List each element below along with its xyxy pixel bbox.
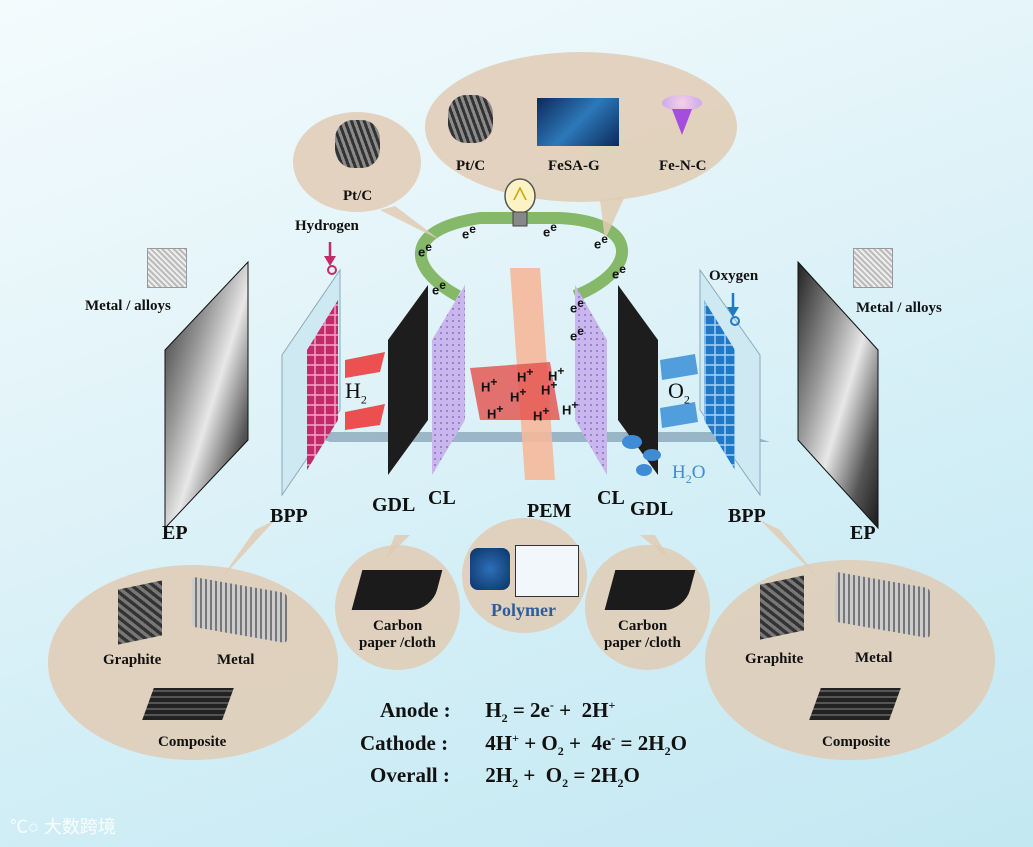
- oxygen-label: Oxygen: [709, 268, 759, 284]
- electron-6: ee: [432, 278, 446, 298]
- gdl-left-material-line2: paper /cloth: [359, 635, 436, 651]
- cathode-catalyst-label-fesag: FeSA-G: [548, 158, 600, 174]
- gdl-right: [618, 285, 658, 475]
- proton-2: H+: [517, 365, 534, 385]
- gdl-left: [388, 285, 428, 475]
- polymer-structure-icon: [515, 545, 579, 597]
- lightbulb-icon: [504, 178, 536, 227]
- watermark-logo-icon: ℃○: [10, 817, 44, 837]
- bpp-left-material-metal: Metal: [217, 652, 255, 668]
- gdl-right-material-line1: Carbon: [618, 618, 668, 634]
- polymer-roll-icon: [470, 548, 510, 590]
- bpp-right-material-graphite: Graphite: [745, 651, 804, 667]
- proton-5: H+: [548, 364, 565, 384]
- cathode-equation: Cathode : 4H+ + O2 + 4e- = 2H2O: [360, 731, 687, 759]
- electron-1: ee: [418, 240, 432, 260]
- proton-1: H+: [481, 375, 498, 395]
- cathode-catalyst-label-ptc: Pt/C: [456, 158, 486, 174]
- graphite-plate-right-icon: [760, 575, 804, 640]
- pt-c-catalyst-anode-icon: [335, 120, 380, 168]
- layer-gdl-left: GDL: [372, 494, 416, 516]
- h2o-o: O: [691, 462, 706, 483]
- layer-bpp-right: BPP: [728, 505, 766, 527]
- cl-left: [432, 285, 465, 475]
- proton-4: H+: [487, 402, 504, 422]
- bpp-right-material-metal: Metal: [855, 650, 893, 666]
- electron-8: ee: [570, 324, 584, 344]
- anode-catalyst-label: Pt/C: [343, 188, 373, 204]
- cathode-catalyst-label-fenc: Fe-N-C: [659, 158, 707, 174]
- bpp-left-material-composite: Composite: [158, 734, 227, 750]
- h2o-h: H: [672, 462, 686, 483]
- layer-bpp-left: BPP: [270, 505, 308, 527]
- h2-sub: 2: [360, 392, 367, 407]
- layer-pem: PEM: [527, 500, 572, 522]
- composite-plate-right-icon: [809, 688, 901, 720]
- layer-gdl-right: GDL: [630, 498, 674, 520]
- layer-cl-right: CL: [597, 487, 625, 509]
- proton-3: H+: [510, 385, 527, 405]
- watermark: ℃○ 大数跨境: [10, 817, 116, 837]
- overall-equation: Overall : 2H2 + O2 = 2H2O: [370, 763, 640, 791]
- metal-alloy-swatch-right-icon: [853, 248, 893, 288]
- anode-equation: Anode : H2 = 2e- + 2H+: [380, 698, 616, 726]
- proton-7: H+: [533, 404, 550, 424]
- hydrogen-label: Hydrogen: [295, 218, 359, 234]
- composite-plate-left-icon: [142, 688, 234, 720]
- bpp-left-material-graphite: Graphite: [103, 652, 162, 668]
- electron-2: ee: [462, 222, 476, 242]
- gdl-right-material-line2: paper /cloth: [604, 635, 681, 651]
- anode-label: Anode :: [380, 698, 451, 722]
- o2-molecule-label: O2: [668, 378, 690, 407]
- layer-ep-left: EP: [162, 522, 188, 544]
- ep-material-right: Metal / alloys: [856, 300, 942, 316]
- layer-ep-right: EP: [850, 522, 876, 544]
- proton-8: H+: [562, 398, 579, 418]
- ep-material-left: Metal / alloys: [85, 298, 171, 314]
- overall-label: Overall :: [370, 763, 450, 787]
- cathode-label: Cathode :: [360, 731, 449, 755]
- end-plate-right: [797, 260, 879, 530]
- layer-cl-left: CL: [428, 487, 456, 509]
- electron-4: ee: [594, 232, 608, 252]
- cl-right: [575, 285, 607, 475]
- pem-material-label: Polymer: [491, 600, 556, 620]
- external-circuit: [415, 212, 628, 302]
- h2-molecule-label: H2: [345, 378, 367, 407]
- graphite-plate-left-icon: [118, 580, 162, 645]
- o2-sub: 2: [683, 392, 690, 407]
- fesa-g-catalyst-icon: [537, 98, 619, 146]
- water-drop-icon: [622, 435, 661, 476]
- h2o-label: H2O: [672, 462, 705, 487]
- oxygen-inlet-arrow-icon: [727, 293, 740, 326]
- electron-3: ee: [543, 220, 557, 240]
- electron-5: ee: [612, 262, 626, 282]
- h2-h: H: [345, 378, 361, 403]
- end-plate-left: [164, 260, 249, 530]
- bpp-right-material-composite: Composite: [822, 734, 891, 750]
- o2-o: O: [668, 378, 684, 403]
- pt-c-catalyst-cathode-icon: [448, 95, 493, 143]
- h2o-sub: 2: [685, 471, 692, 486]
- proton-6: H+: [541, 378, 558, 398]
- gdl-left-material-line1: Carbon: [373, 618, 423, 634]
- electron-7: ee: [570, 296, 584, 316]
- metal-alloy-swatch-left-icon: [147, 248, 187, 288]
- hydrogen-inlet-arrow-icon: [324, 242, 337, 275]
- fe-n-c-catalyst-icon: [658, 95, 706, 145]
